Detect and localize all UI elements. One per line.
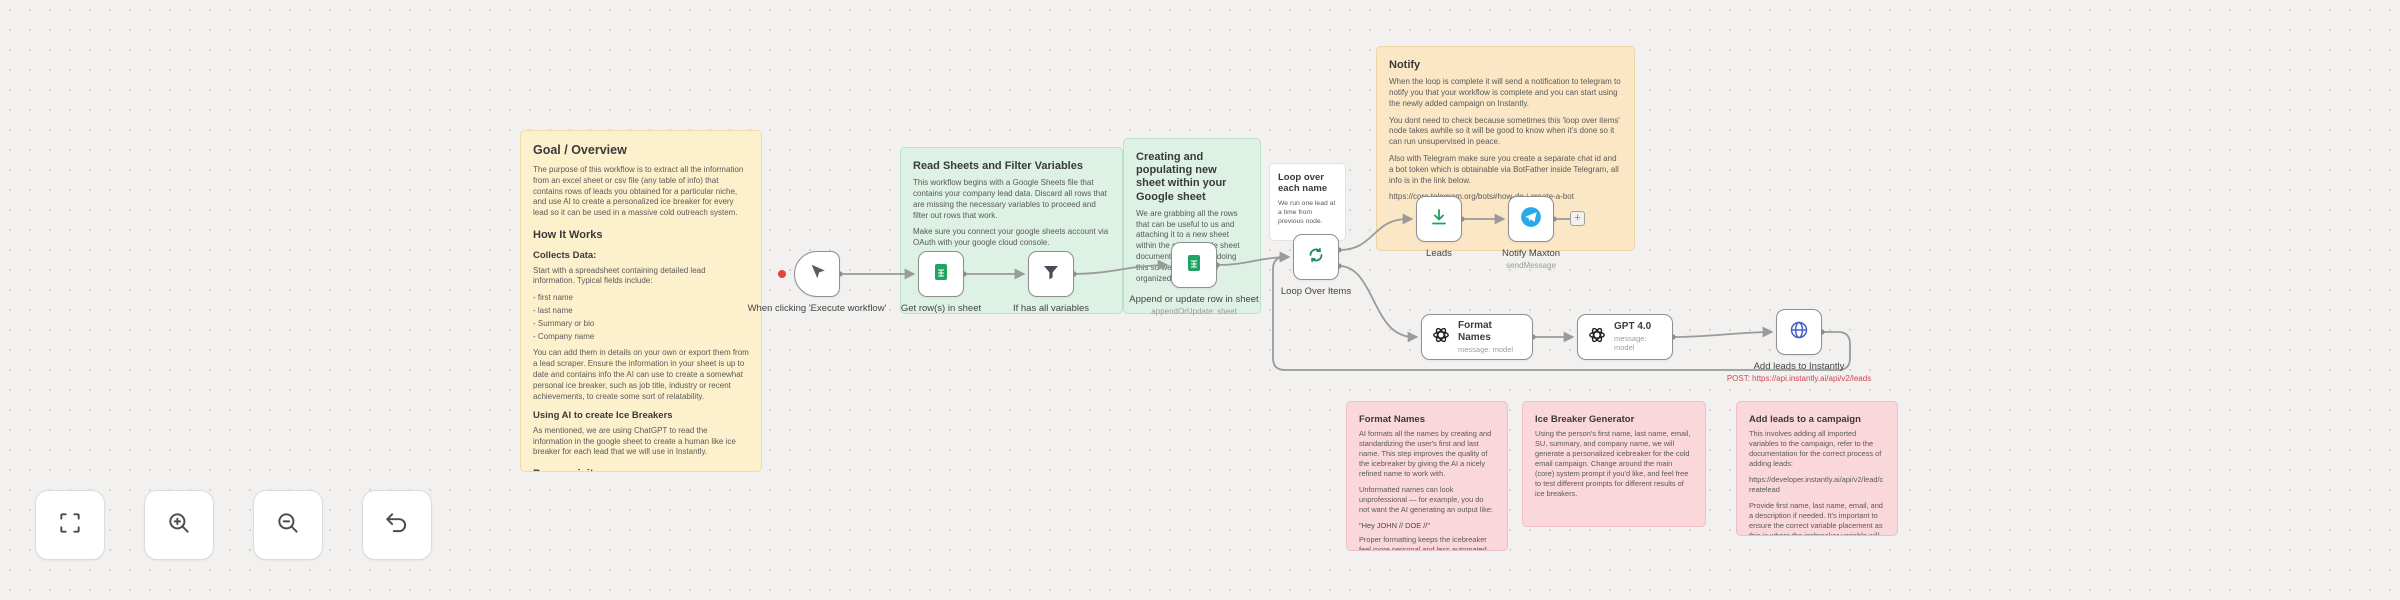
node-label: Loop Over Items xyxy=(1280,286,1352,297)
google-sheets-icon xyxy=(1184,253,1204,278)
node-gpt[interactable]: GPT 4.0 message: model xyxy=(1577,314,1673,360)
note-title: Add leads to a campaign xyxy=(1749,414,1861,425)
sticky-note-add-leads[interactable]: Add leads to a campaign This involves ad… xyxy=(1736,401,1898,536)
note-list-item: - last name xyxy=(533,305,573,315)
sticky-note-goal[interactable]: Goal / Overview The purpose of this work… xyxy=(520,130,762,472)
note-title: Ice Breaker Generator xyxy=(1535,414,1635,425)
node-label: When clicking 'Execute workflow' xyxy=(747,303,887,314)
filter-funnel-icon xyxy=(1041,262,1061,287)
node-label: Add leads to Instantly POST: https://api… xyxy=(1726,361,1872,383)
sticky-note-loop[interactable]: Loop over each name We run one lead at a… xyxy=(1269,163,1346,241)
canvas-controls xyxy=(35,490,432,560)
node-label: Notify Maxton sendMessage xyxy=(1501,248,1561,270)
note-paragraph: We run one lead at a time from previous … xyxy=(1278,199,1336,226)
download-icon xyxy=(1429,207,1449,232)
note-title: Loop over each name xyxy=(1278,172,1328,195)
note-title: Goal / Overview xyxy=(533,143,627,157)
google-sheets-icon xyxy=(931,262,951,287)
note-heading: How It Works xyxy=(533,228,603,241)
note-paragraph: As mentioned, we are using ChatGPT to re… xyxy=(533,425,736,457)
loop-arrows-icon xyxy=(1306,245,1326,270)
note-paragraph: AI formats all the names by creating and… xyxy=(1359,429,1492,479)
note-paragraph: When the loop is complete it will send a… xyxy=(1389,77,1621,108)
note-paragraph: Make sure you connect your google sheets… xyxy=(913,227,1109,248)
note-heading: Collects Data: xyxy=(533,250,597,262)
undo-button[interactable] xyxy=(362,490,432,560)
node-label: Get row(s) in sheet xyxy=(900,303,982,314)
node-title: GPT 4.0 xyxy=(1614,321,1652,333)
note-heading: Using AI to create Ice Breakers xyxy=(533,410,673,422)
undo-icon xyxy=(384,510,410,541)
node-http-request[interactable] xyxy=(1776,309,1822,355)
connection xyxy=(1672,326,1774,338)
note-paragraph: Provide first name, last name, email, an… xyxy=(1749,501,1883,536)
note-paragraph: You can add them in details on your own … xyxy=(533,348,749,401)
note-quote: "Hey JOHN // DOE //" xyxy=(1359,521,1430,531)
node-manual-trigger[interactable] xyxy=(794,251,840,297)
sticky-note-ice-breaker[interactable]: Ice Breaker Generator Using the person's… xyxy=(1522,401,1706,527)
node-get-rows[interactable] xyxy=(918,251,964,297)
note-paragraph: You dont need to check because sometimes… xyxy=(1389,115,1620,147)
instantly-docs-link[interactable]: https://developer.instantly.ai/api/v2/le… xyxy=(1749,475,1884,495)
connection xyxy=(1338,265,1419,343)
node-format-names[interactable]: Format Names message: model xyxy=(1421,314,1533,360)
node-label: If has all variables xyxy=(1012,303,1090,314)
sticky-note-format-names[interactable]: Format Names AI formats all the names by… xyxy=(1346,401,1508,551)
telegram-docs-link[interactable]: https://core.telegram.org/bots#how-do-i-… xyxy=(1389,192,1574,202)
mouse-pointer-icon xyxy=(807,262,827,287)
zoom-in-button[interactable] xyxy=(144,490,214,560)
note-title: Creating and populating new sheet within… xyxy=(1136,151,1227,203)
note-title: Notify xyxy=(1389,59,1421,71)
note-paragraph: Also with Telegram make sure you create … xyxy=(1389,153,1619,185)
openai-icon xyxy=(1432,326,1450,349)
node-telegram[interactable] xyxy=(1508,196,1554,242)
zoom-out-button[interactable] xyxy=(253,490,323,560)
node-loop-over-items[interactable] xyxy=(1293,234,1339,280)
note-paragraph: Unformatted names can look unprofessiona… xyxy=(1359,485,1493,515)
add-node-plus-endpoint[interactable]: + xyxy=(1570,211,1585,226)
zoom-to-fit-button[interactable] xyxy=(35,490,105,560)
note-paragraph: This involves adding all imported variab… xyxy=(1749,429,1882,469)
node-filter[interactable] xyxy=(1028,251,1074,297)
sticky-note-notify[interactable]: Notify When the loop is complete it will… xyxy=(1376,46,1635,251)
note-list-item: - Summary or bio xyxy=(533,318,595,328)
globe-icon xyxy=(1789,320,1809,345)
note-paragraph: Proper formatting keeps the icebreaker f… xyxy=(1359,535,1489,551)
note-title: Read Sheets and Filter Variables xyxy=(913,160,1083,172)
note-paragraph: Start with a spreadsheet containing deta… xyxy=(533,265,706,286)
note-paragraph: This workflow begins with a Google Sheet… xyxy=(913,178,1107,220)
node-subtitle: message: model xyxy=(1614,333,1647,353)
note-paragraph: The purpose of this workflow is to extra… xyxy=(533,165,744,218)
node-subtitle: message: model xyxy=(1458,344,1514,354)
node-append-sheet[interactable] xyxy=(1171,242,1217,288)
zoom-out-icon xyxy=(275,510,301,541)
zoom-in-icon xyxy=(166,510,192,541)
node-title: Format Names xyxy=(1458,319,1492,344)
note-list-item: - Company name xyxy=(533,331,595,341)
node-label: Append or update row in sheet appendOrUp… xyxy=(1129,294,1259,316)
note-list-item: - first name xyxy=(533,293,574,303)
note-title: Format Names xyxy=(1359,414,1425,425)
openai-icon xyxy=(1588,326,1606,349)
node-leads[interactable] xyxy=(1416,196,1462,242)
issue-indicator xyxy=(778,270,786,278)
zoom-to-fit-icon xyxy=(57,510,83,541)
connection-loop-return xyxy=(1272,251,1851,371)
telegram-icon xyxy=(1520,206,1542,233)
node-label: Leads xyxy=(1426,248,1452,259)
note-paragraph: Using the person's first name, last name… xyxy=(1535,429,1691,499)
note-heading: Pre requisites xyxy=(533,468,749,471)
